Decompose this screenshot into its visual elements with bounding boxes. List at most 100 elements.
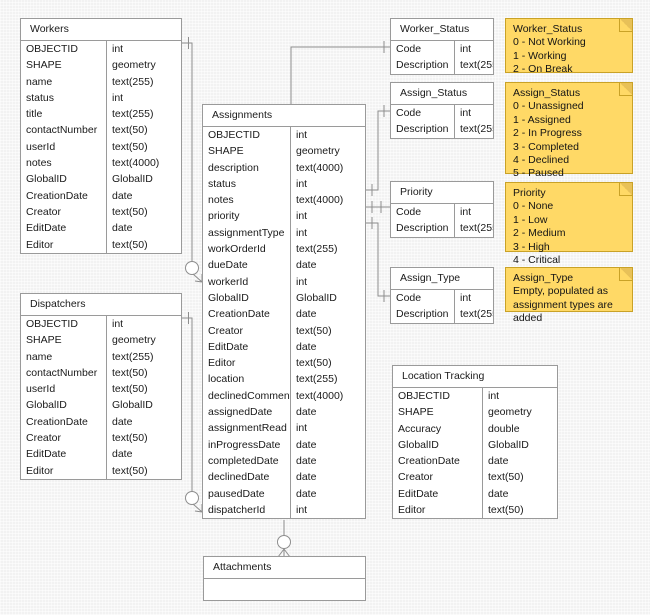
field-name: OBJECTID [203, 127, 291, 144]
entity-title: Location Tracking [393, 366, 557, 388]
crowfoot-many-dispatchers [192, 503, 203, 513]
field-type: geometry [112, 59, 156, 72]
field-type: text(50) [112, 464, 148, 477]
field-name: status [203, 175, 291, 193]
entity-title: Priority [391, 182, 493, 204]
field-name: contactNumber [21, 364, 107, 382]
note-title: Assign_Type [513, 272, 574, 284]
field-name: priority [203, 208, 291, 225]
field-name: Editor [21, 236, 107, 253]
field-name: CreationDate [393, 453, 483, 470]
field-name: assignedDate [203, 404, 291, 421]
field-type: text(4000) [112, 157, 160, 170]
field-type: GlobalID [488, 438, 529, 451]
field-name: Creator [393, 469, 483, 486]
field-name: EditDate [21, 220, 107, 237]
field-name: declinedDate [203, 469, 291, 486]
field-name: GlobalID [393, 436, 483, 454]
field-type: text(255) [460, 308, 493, 321]
field-type: date [296, 487, 317, 500]
note-line: 2 - On Break [513, 63, 573, 76]
field-name: Description [391, 121, 455, 138]
field-type: int [296, 210, 308, 223]
field-type: text(50) [112, 432, 148, 445]
field-type: GlobalID [112, 399, 153, 412]
field-name: SHAPE [393, 404, 483, 421]
field-name: Creator [21, 430, 107, 447]
field-name: assignmentType [203, 224, 291, 242]
field-name: location [203, 371, 291, 388]
field-row: pausedDate date [203, 485, 365, 502]
field-name: OBJECTID [21, 316, 107, 333]
field-type: int [460, 206, 472, 218]
entity-empty-body [204, 579, 365, 600]
field-name: notes [203, 192, 291, 209]
note-fold-corner-icon [619, 268, 632, 281]
field-name: GlobalID [21, 397, 107, 414]
field-name: notes [21, 155, 107, 172]
crowfoot-zero-workers [185, 261, 199, 275]
crowfoot-zero-attachments [277, 535, 291, 549]
field-type: text(50) [296, 324, 332, 337]
note-line: 0 - Unassigned [513, 100, 584, 113]
field-name: contactNumber [21, 122, 107, 139]
entity-title: Workers [21, 19, 181, 41]
field-type: text(50) [112, 383, 148, 396]
note-title: Worker_Status [513, 23, 583, 35]
entity-attachments[interactable]: Attachments [203, 556, 366, 601]
field-type: date [296, 471, 317, 484]
crowfoot-many-workers [192, 273, 203, 283]
field-name: pausedDate [203, 485, 291, 502]
field-type: text(50) [296, 357, 332, 370]
field-type: geometry [112, 334, 156, 347]
field-type: int [296, 275, 308, 288]
note-line: 1 - Assigned [513, 113, 571, 126]
field-type: date [112, 222, 133, 235]
field-name: Editor [21, 462, 107, 479]
field-name: GlobalID [203, 289, 291, 307]
field-name: Editor [393, 502, 483, 519]
field-type: int [488, 390, 500, 402]
field-row: CreationDate date [393, 453, 557, 470]
note-fold-corner-icon [619, 183, 632, 196]
field-type: date [488, 455, 509, 468]
field-type: date [296, 308, 317, 321]
note-line: 3 - High [513, 240, 550, 253]
field-name: Description [391, 57, 455, 74]
field-row: Description text(255) [391, 57, 493, 74]
field-type: text(255) [460, 59, 493, 72]
